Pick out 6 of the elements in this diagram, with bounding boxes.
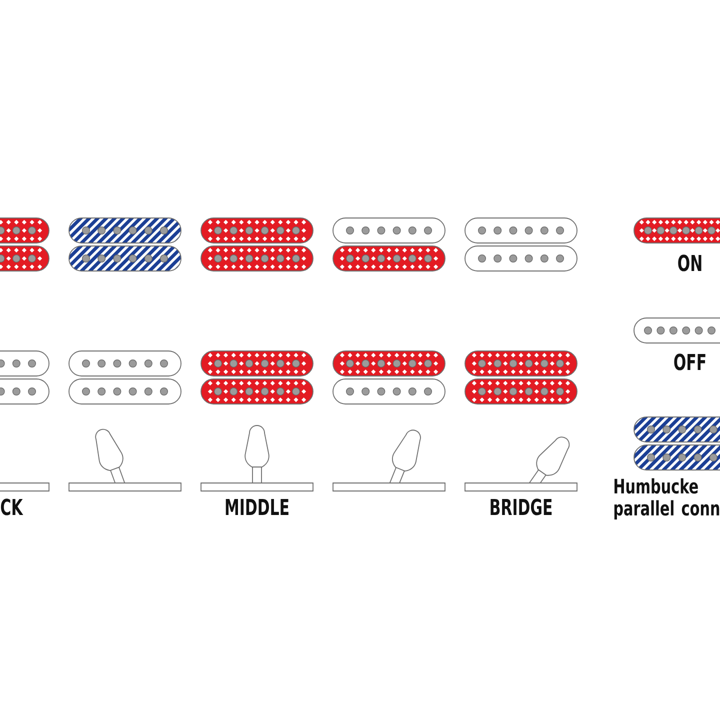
legend-label: ON bbox=[678, 254, 702, 272]
position-label: MIDDLE bbox=[226, 498, 288, 515]
legend-label: Humbucke parallel conn bbox=[614, 478, 720, 520]
legend-label: OFF bbox=[674, 354, 706, 370]
position-label: CK bbox=[0, 498, 24, 516]
position-label: BRIDGE bbox=[490, 498, 552, 516]
